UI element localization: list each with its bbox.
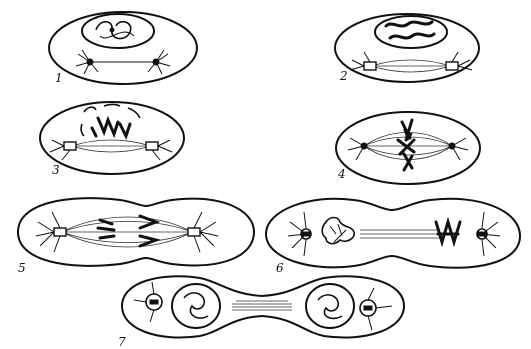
stage-2-label: 2 <box>339 69 348 83</box>
stage-7-label: 7 <box>118 335 126 349</box>
stage-4-label: 4 <box>337 167 346 181</box>
stage-3-label: 3 <box>52 163 60 177</box>
stage-6-cell <box>266 199 520 268</box>
stage-2-nucleus <box>375 16 447 48</box>
stage-5-label: 5 <box>18 261 26 275</box>
stage-6-label: 6 <box>276 261 284 275</box>
stage-7-left-nucleus <box>172 284 220 328</box>
stage-1-cell <box>49 12 197 84</box>
stage-7-cell <box>122 276 404 337</box>
stage-4-cell <box>336 112 480 184</box>
stage-2-cell <box>335 14 479 82</box>
stage-5-cell <box>18 198 254 266</box>
stage-1-label: 1 <box>55 71 63 85</box>
stage-7-right-nucleus <box>306 284 354 328</box>
stage-1-nucleus <box>82 14 154 48</box>
stage-3-cell <box>40 102 184 174</box>
